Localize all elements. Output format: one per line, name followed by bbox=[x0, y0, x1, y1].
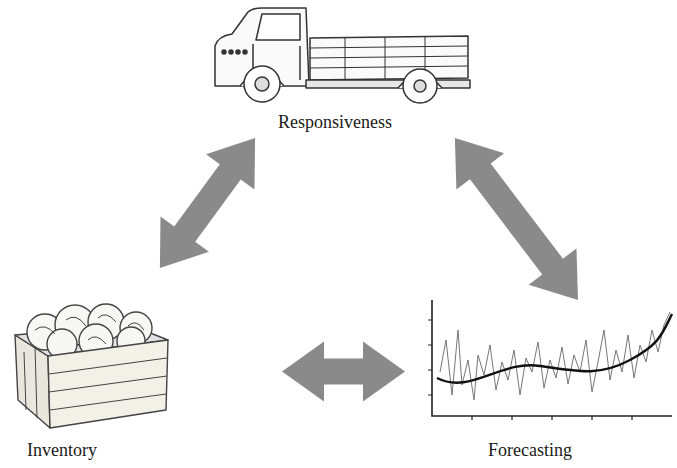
illustration-node: Inventory bbox=[0, 268, 282, 464]
node-label: Responsiveness bbox=[278, 112, 392, 133]
illustration-node: Responsiveness bbox=[200, 0, 470, 138]
double-arrow bbox=[282, 341, 405, 401]
forecast-chart-illustration bbox=[428, 300, 672, 420]
lettuce-crate-illustration bbox=[15, 304, 168, 428]
double-arrow bbox=[455, 138, 578, 300]
double-arrow bbox=[160, 138, 255, 268]
illustration-node: Forecasting bbox=[405, 300, 677, 464]
node-label: Inventory bbox=[27, 440, 97, 461]
node-label: Forecasting bbox=[488, 440, 572, 461]
truck-illustration bbox=[215, 8, 470, 103]
